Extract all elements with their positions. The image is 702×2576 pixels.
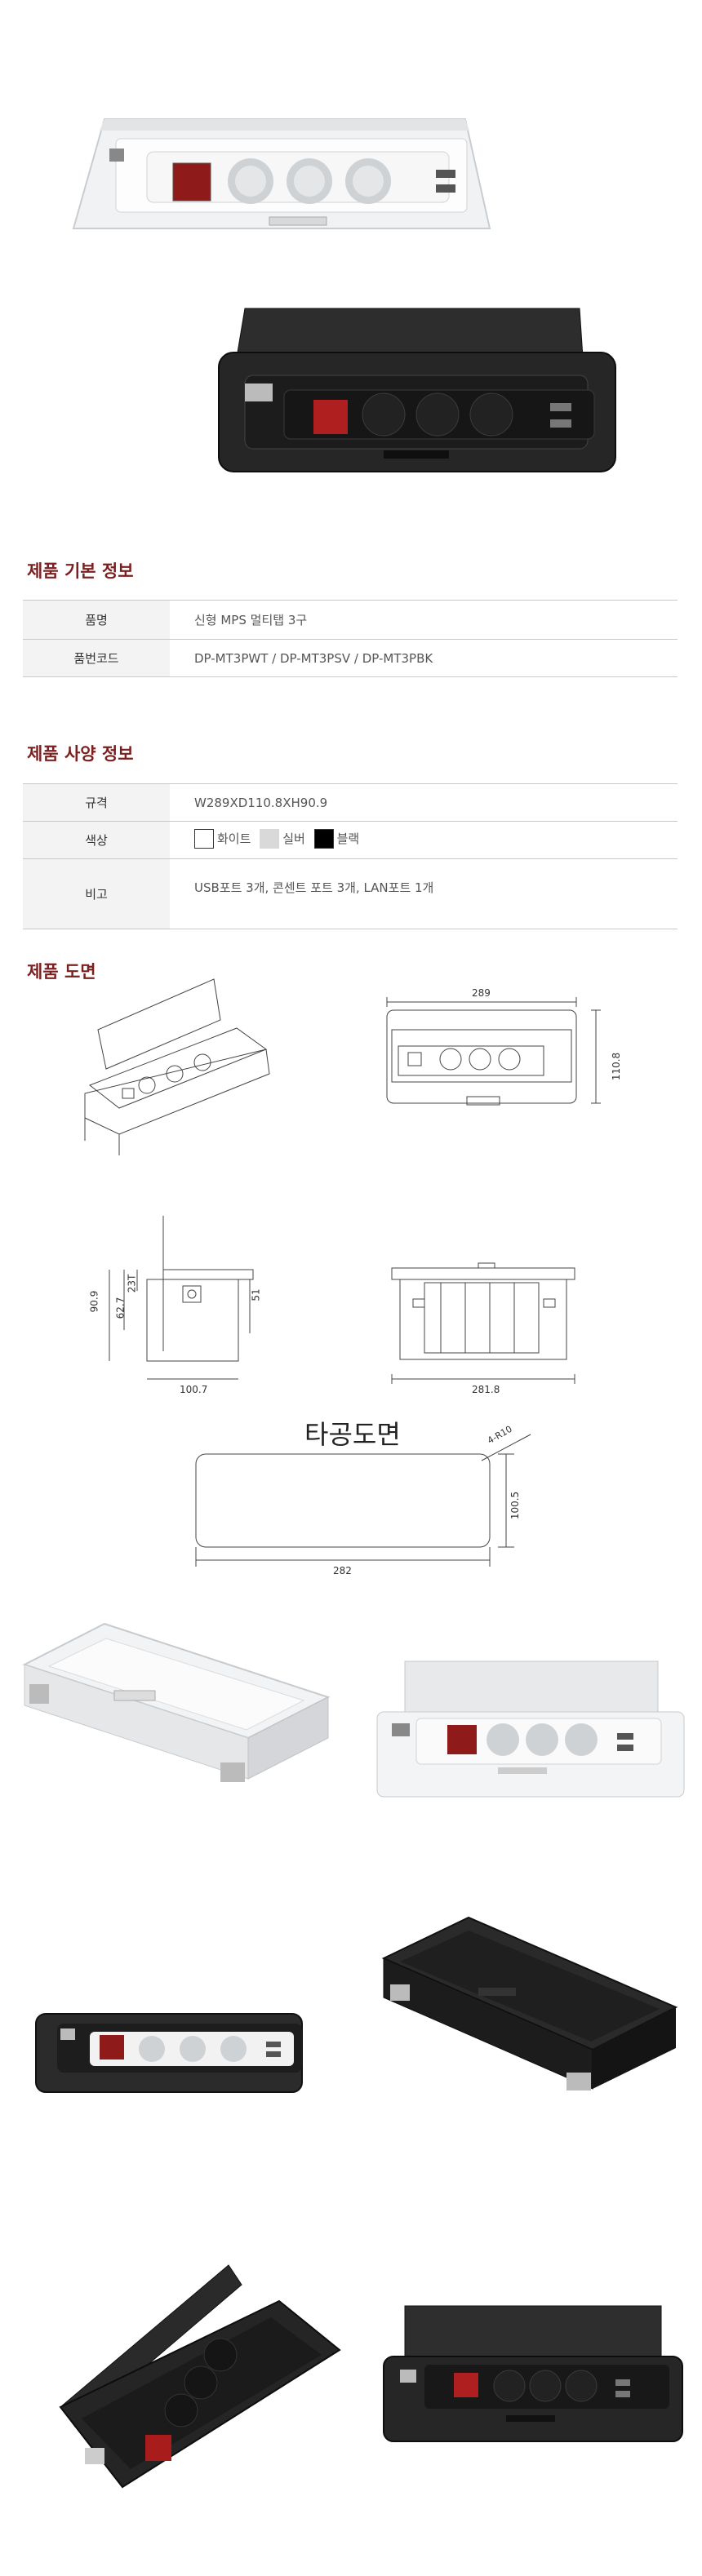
top-view-drawing — [386, 997, 601, 1106]
product-code-key: 품번코드 — [23, 639, 170, 677]
basic-info-title: 제품 기본 정보 — [27, 561, 134, 581]
table-row: 비고 USB포트 3개, 콘센트 포트 3개, LAN포트 1개 — [23, 858, 678, 929]
cutout-height-label: 100.5 — [509, 1491, 522, 1520]
table-row: 색상 화이트 실버 블랙 — [23, 821, 678, 859]
white-swatch — [194, 828, 214, 849]
color-black: 블랙 — [313, 828, 359, 849]
size-key: 규격 — [23, 783, 170, 822]
drawing-title: 제품 도면 — [27, 962, 96, 982]
top-width-label: 289 — [472, 987, 491, 999]
cutout-title: 타공도면 — [304, 1419, 401, 1450]
top-depth-label: 110.8 — [611, 1052, 623, 1081]
product-code-value: DP-MT3PWT / DP-MT3PSV / DP-MT3PBK — [194, 650, 433, 666]
side-base-label: 100.7 — [180, 1384, 208, 1395]
basic-info-table: 품명 신형 MPS 멀티탭 3구 품번코드 DP-MT3PWT / DP-MT3… — [23, 600, 678, 677]
spec-info-table: 규격 W289XD110.8XH90.9 색상 화이트 실버 블랙 비고 USB… — [23, 783, 678, 929]
table-row: 품명 신형 MPS 멀티탭 3구 — [23, 600, 678, 640]
white-multitap-open-photo-2 — [376, 1660, 685, 1798]
black-multitap-closed-photo — [381, 1916, 678, 2091]
product-name-key: 품명 — [23, 600, 170, 640]
size-value: W289XD110.8XH90.9 — [194, 795, 328, 810]
note-value: USB포트 3개, 콘센트 포트 3개, LAN포트 1개 — [194, 880, 434, 895]
hero-product-images — [72, 118, 616, 472]
lower-product-photos — [22, 1622, 685, 2489]
side-view-drawing — [109, 1216, 254, 1380]
color-silver: 실버 — [260, 828, 305, 849]
spec-info-title: 제품 사양 정보 — [27, 744, 134, 764]
black-multitap-open-photo-2 — [35, 2013, 303, 2093]
cutout-drawing — [195, 1434, 531, 1567]
product-name-value: 신형 MPS 멀티탭 3구 — [194, 613, 308, 627]
isometric-drawing — [84, 978, 270, 1155]
black-multitap-open-front-photo — [383, 2305, 683, 2442]
table-row: 품번코드 DP-MT3PWT / DP-MT3PSV / DP-MT3PBK — [23, 639, 678, 677]
color-value: 화이트 실버 블랙 — [170, 822, 678, 859]
cutout-width-label: 282 — [333, 1565, 352, 1576]
front-view-drawing — [391, 1262, 575, 1384]
color-white: 화이트 — [194, 828, 251, 849]
black-multitap-open-angled-photo — [59, 2264, 341, 2489]
color-key: 색상 — [23, 821, 170, 859]
silver-swatch — [260, 828, 280, 849]
black-multitap-open-photo — [218, 308, 616, 472]
side-h2-label: 23T — [126, 1274, 138, 1293]
side-h3-label: 51 — [250, 1288, 262, 1301]
white-multitap-closed-photo — [22, 1622, 331, 1782]
side-height-label: 90.9 — [88, 1290, 100, 1313]
white-multitap-open-photo — [72, 118, 491, 229]
front-base-label: 281.8 — [472, 1384, 500, 1395]
technical-drawings — [84, 978, 601, 1567]
note-key: 비고 — [23, 858, 170, 929]
side-h1-label: 62.7 — [114, 1297, 127, 1319]
table-row: 규격 W289XD110.8XH90.9 — [23, 783, 678, 822]
black-swatch — [313, 828, 334, 849]
